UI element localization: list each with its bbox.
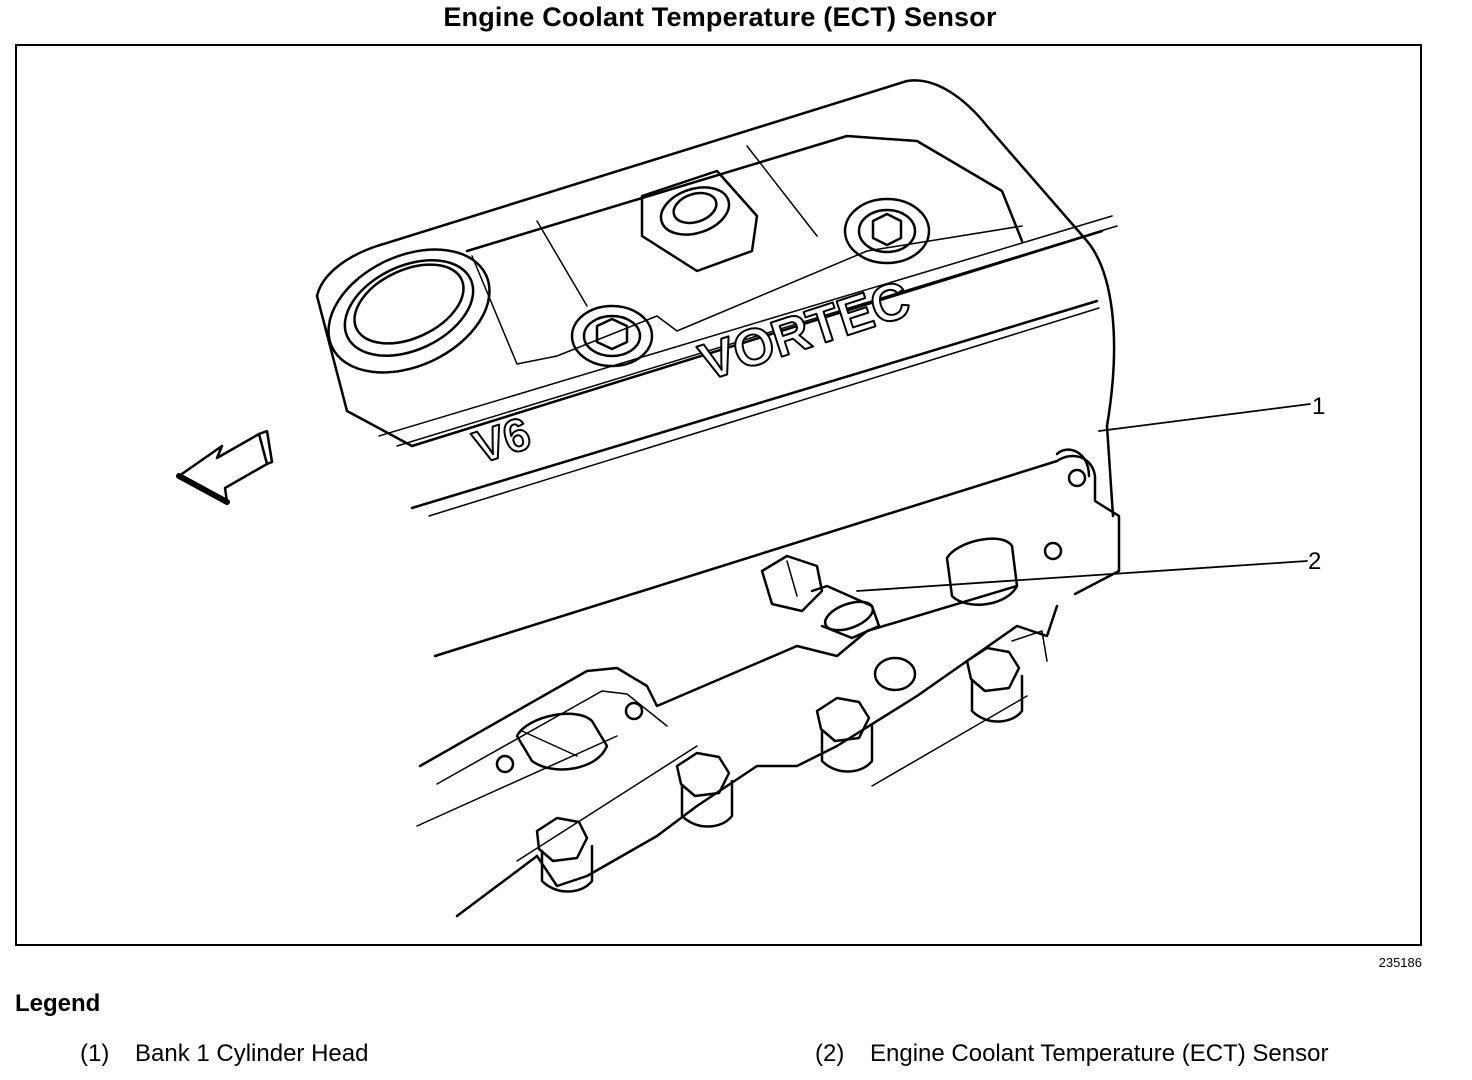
manifold-bolt-1 (535, 816, 594, 893)
cylinder-head (416, 448, 1121, 918)
figure-number: 235186 (1378, 955, 1422, 970)
pcv-boss (640, 169, 759, 273)
legend-item-number: (1) (80, 1040, 110, 1067)
cover-bolt-right (843, 197, 931, 265)
cover-bolt-left (570, 304, 654, 368)
legend-heading: Legend (15, 990, 101, 1017)
legend-item: (1) Bank 1 Cylinder Head (80, 1040, 368, 1068)
legend-item-label: Engine Coolant Temperature (ECT) Sensor (870, 1040, 1329, 1067)
manifold-bolt-3 (815, 656, 917, 773)
page-title: Engine Coolant Temperature (ECT) Sensor (443, 2, 997, 32)
leader-line-2 (856, 560, 1308, 592)
callout-1: 1 (1312, 393, 1325, 420)
legend-item-label: Bank 1 Cylinder Head (135, 1040, 369, 1067)
manifold-bolt-2 (675, 751, 734, 828)
legend-item-number: (2) (815, 1040, 845, 1067)
engine-diagram: VORTEC V6 (176, 79, 1325, 918)
v6-engraving: V6 (467, 407, 537, 474)
manifold-bolt-4 (965, 630, 1048, 723)
valve-cover (315, 79, 1118, 518)
front-direction-arrow-icon (176, 429, 274, 505)
legend-item: (2) Engine Coolant Temperature (ECT) Sens… (815, 1040, 1328, 1068)
vortec-engraving: VORTEC (693, 270, 917, 392)
diagram-frame: VORTEC V6 (15, 44, 1422, 946)
leader-line-1 (1098, 403, 1311, 432)
oil-filler-cap (327, 248, 491, 374)
ect-sensor (760, 554, 881, 640)
callout-2: 2 (1308, 548, 1321, 575)
